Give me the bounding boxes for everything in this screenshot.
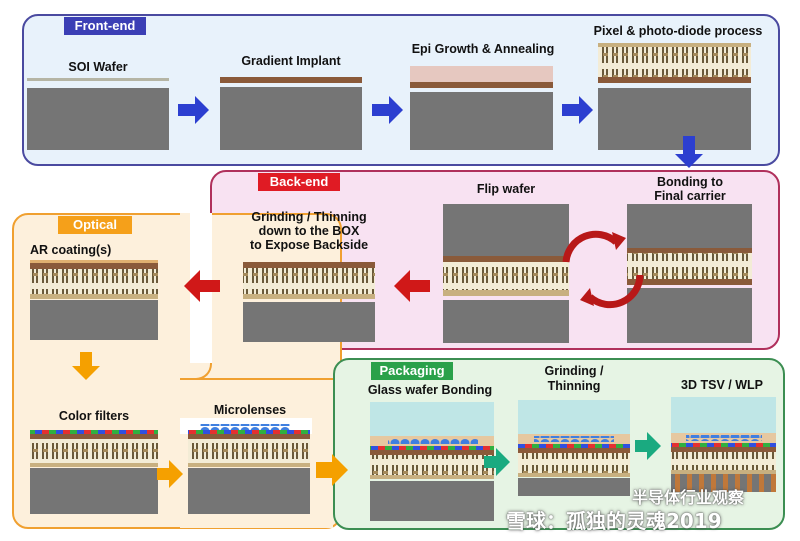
glass-bonding-graphic (370, 402, 494, 521)
rotate-arc-2 (587, 274, 644, 309)
microlenses-graphic (180, 418, 312, 514)
label-epi-growth: Epi Growth & Annealing (411, 42, 555, 56)
label-ar-coating: AR coating(s) (30, 243, 112, 257)
arrow-red-1 (394, 270, 430, 302)
arrow-blue-3 (562, 96, 593, 124)
pixel-process-graphic (598, 43, 751, 150)
soi-wafer-graphic (27, 78, 169, 150)
label-grinding-1: Grinding / Thinning (251, 210, 367, 224)
back-end-tag: Back-end (258, 173, 340, 191)
packaging-tag: Packaging (371, 362, 453, 380)
label-pkg-grinding-2: Thinning (547, 379, 601, 393)
arrow-blue-1 (178, 96, 209, 124)
label-tsv-wlp: 3D TSV / WLP (681, 378, 763, 392)
arrow-blue-2 (372, 96, 403, 124)
watermark-brand: 半导体行业观察 (632, 488, 745, 507)
optical-tag: Optical (58, 216, 132, 234)
front-end-tag: Front-end (64, 17, 146, 35)
label-bonding-1: Bonding to (657, 175, 723, 189)
label-color-filters: Color filters (58, 409, 130, 423)
arrow-orange-2 (316, 454, 348, 486)
flip-wafer-graphic (443, 204, 569, 343)
label-pixel-process: Pixel & photo-diode process (593, 24, 763, 38)
arrow-blue-down (675, 136, 703, 168)
grinding-graphic (243, 262, 375, 342)
label-soi-wafer: SOI Wafer (68, 60, 128, 74)
label-microlenses: Microlenses (213, 403, 287, 417)
tsv-wlp-graphic (671, 397, 776, 492)
arrow-orange-1 (157, 460, 183, 488)
arrow-teal-2 (635, 432, 661, 460)
label-grinding-2: down to the BOX (258, 224, 360, 238)
gradient-implant-graphic (220, 77, 362, 150)
label-flip-wafer: Flip wafer (476, 182, 536, 196)
label-gradient-implant: Gradient Implant (241, 54, 341, 68)
ar-coating-graphic (30, 260, 158, 340)
label-bonding-2: Final carrier (654, 189, 726, 203)
watermark-line: 雪球：孤独的灵魂2019 (506, 509, 722, 533)
color-filters-graphic (30, 430, 158, 514)
arrow-teal-1 (484, 448, 510, 476)
epi-growth-graphic (410, 66, 553, 150)
label-glass-bonding: Glass wafer Bonding (367, 383, 493, 397)
label-grinding-3: to Expose Backside (249, 238, 369, 252)
arrow-orange-down (72, 352, 100, 380)
rotate-arc-1 (562, 230, 619, 263)
pkg-grinding-graphic (518, 400, 630, 496)
arrow-red-2 (184, 270, 220, 302)
bonding-graphic (627, 204, 752, 343)
label-pkg-grinding-1: Grinding / (544, 364, 604, 378)
